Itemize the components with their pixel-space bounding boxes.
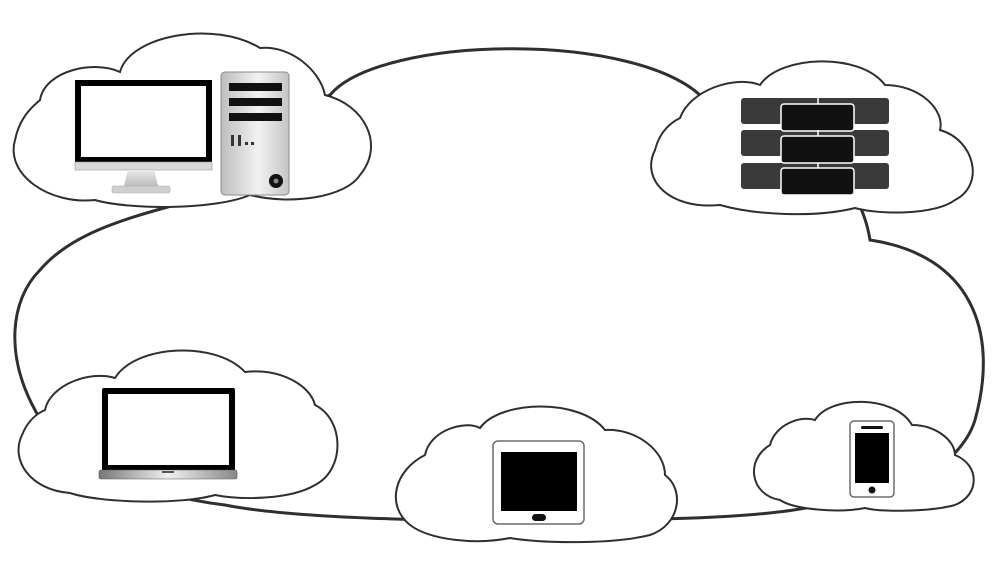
smartphone-icon <box>849 420 895 498</box>
monitor <box>74 80 213 194</box>
cloud-smartphone <box>753 400 975 512</box>
computer-tower <box>220 71 290 196</box>
cloud-tablet <box>394 405 678 544</box>
cloud-laptop <box>17 349 339 503</box>
cloud-server <box>650 60 974 216</box>
desktop-computer-with-tower-icon <box>74 71 290 196</box>
cloud-desktop <box>12 32 372 208</box>
server-rack-icon <box>741 98 889 196</box>
tablet-icon <box>492 440 585 525</box>
laptop-icon <box>98 388 238 480</box>
